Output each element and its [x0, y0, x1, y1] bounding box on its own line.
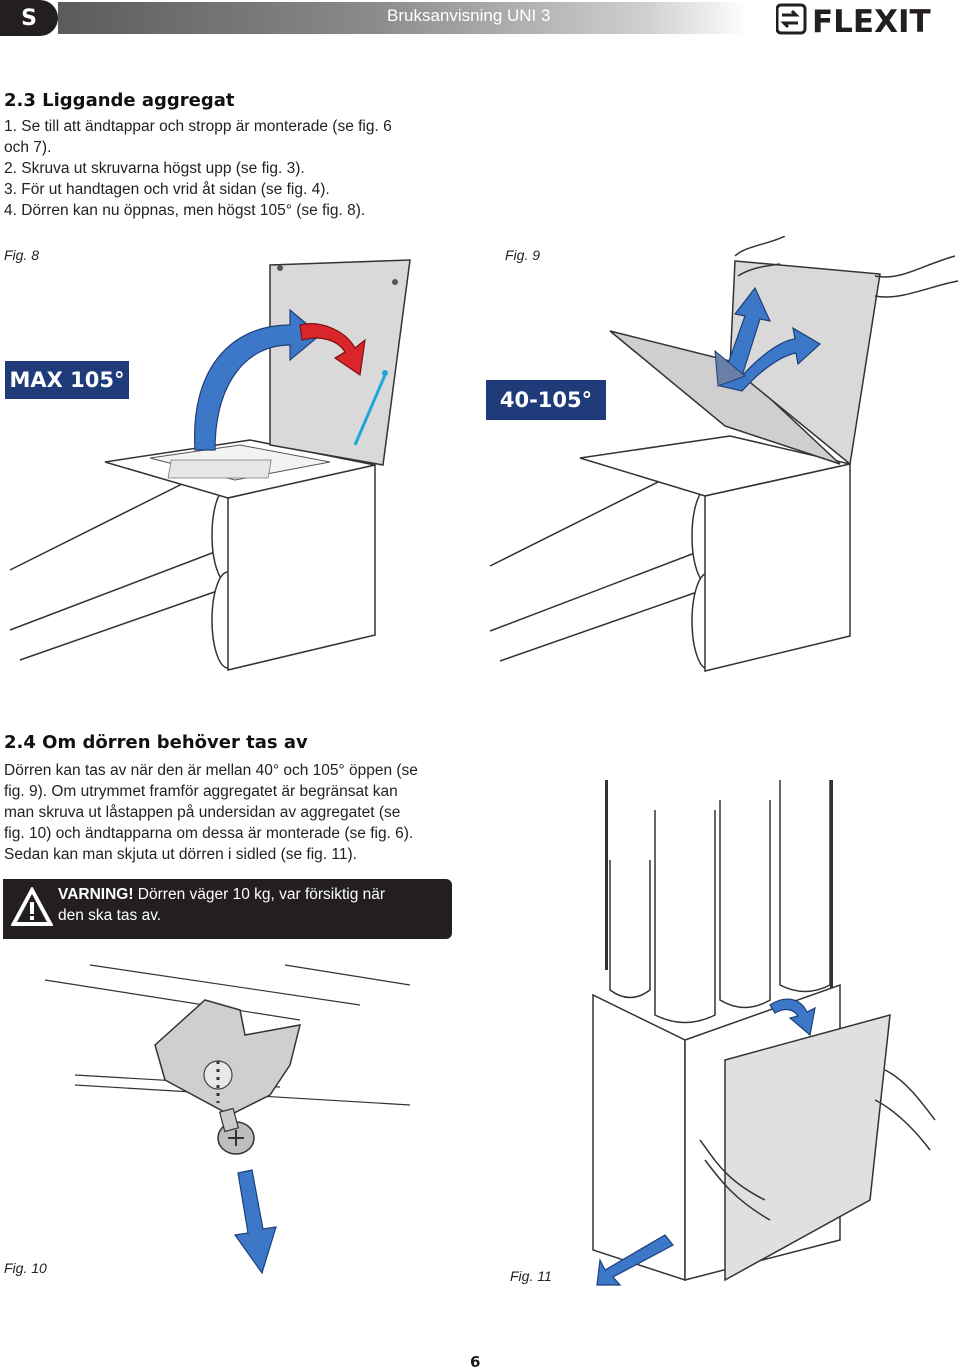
fig-8-label: Fig. 8 [4, 247, 40, 263]
section-heading-2-3: 2.3 Liggande aggregat [4, 90, 235, 111]
list-item: 3. För ut handtagen och vrid åt sidan (s… [4, 181, 330, 198]
warning-triangle-icon [11, 887, 53, 926]
list-item: 1. Se till att ändtappar och stropp är m… [4, 118, 392, 135]
max-angle-badge: MAX 105° [5, 361, 129, 399]
flexit-logo-icon: FLEXIT [776, 3, 931, 36]
fig-11-illustration [592, 780, 936, 1286]
list-item: 2. Skruva ut skruvarna högst upp (se fig… [4, 160, 305, 177]
warning-message-cont: den ska tas av. [58, 907, 162, 924]
fig-9-illustration [489, 236, 959, 672]
document-title: Bruksanvisning UNI 3 [387, 6, 551, 25]
brand-text: FLEXIT [812, 4, 931, 36]
list-item: och 7). [4, 139, 52, 156]
section-heading-2-4: 2.4 Om dörren behöver tas av [4, 732, 308, 753]
fig-11-label: Fig. 11 [510, 1268, 552, 1284]
paragraph-line: fig. 10) och ändtapparna om dessa är mon… [4, 825, 414, 842]
warning-text: VARNING! Dörren väger 10 kg, var försikt… [58, 884, 448, 926]
warning-box [3, 879, 452, 939]
paragraph-line: fig. 9). Om utrymmet framför aggregatet … [4, 783, 398, 800]
fig-10-illustration [44, 964, 411, 1275]
warning-message: Dörren väger 10 kg, var försiktig när [133, 886, 386, 903]
angle-range-badge: 40-105° [486, 380, 606, 420]
fig-10-label: Fig. 10 [4, 1260, 47, 1276]
page-number: 6 [470, 1353, 481, 1371]
fig-8-illustration [9, 259, 411, 671]
paragraph-line: Sedan kan man skjuta ut dörren i sidled … [4, 846, 357, 863]
paragraph-line: Dörren kan tas av när den är mellan 40° … [4, 762, 418, 779]
language-badge: S [0, 0, 58, 36]
paragraph-line: man skruva ut låstappen på undersidan av… [4, 804, 401, 821]
list-item: 4. Dörren kan nu öppnas, men högst 105° … [4, 202, 366, 219]
header-gradient [58, 2, 748, 34]
warning-label: VARNING! [58, 886, 134, 903]
flexit-logo: FLEXIT [776, 2, 951, 36]
fig-9-label: Fig. 9 [505, 247, 541, 263]
